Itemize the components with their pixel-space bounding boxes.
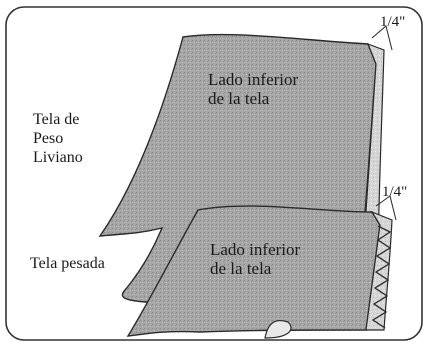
bottom-fabric-text-line2: de la tela bbox=[210, 259, 272, 278]
diagram-frame bbox=[5, 6, 423, 341]
bottom-panel: 1/4" Lado inferior de la tela Tela pesad… bbox=[30, 184, 407, 339]
top-side-label-line2: Peso bbox=[33, 130, 63, 147]
heavy-fabric-hem bbox=[365, 210, 393, 331]
heavy-fabric-zigzag bbox=[371, 225, 392, 329]
bottom-side-label: Tela pesada bbox=[30, 255, 105, 272]
top-measure-leader bbox=[371, 25, 387, 39]
top-measure-tick bbox=[385, 25, 393, 51]
top-side-label-line1: Tela de bbox=[33, 111, 79, 128]
top-fabric-text-line2: de la tela bbox=[208, 89, 270, 108]
bottom-measure-label: 1/4" bbox=[382, 184, 407, 200]
heavy-fabric-sheet bbox=[126, 205, 381, 337]
top-side-label-line3: Liviano bbox=[33, 149, 83, 166]
top-fabric-text-line1: Lado inferior bbox=[208, 70, 298, 89]
bottom-fabric-text-line1: Lado inferior bbox=[210, 240, 300, 259]
top-measure-label: 1/4" bbox=[380, 14, 405, 30]
heavy-fabric-roll bbox=[264, 319, 292, 339]
bottom-measure-tick bbox=[389, 195, 397, 221]
bottom-measure-leader bbox=[375, 195, 391, 207]
